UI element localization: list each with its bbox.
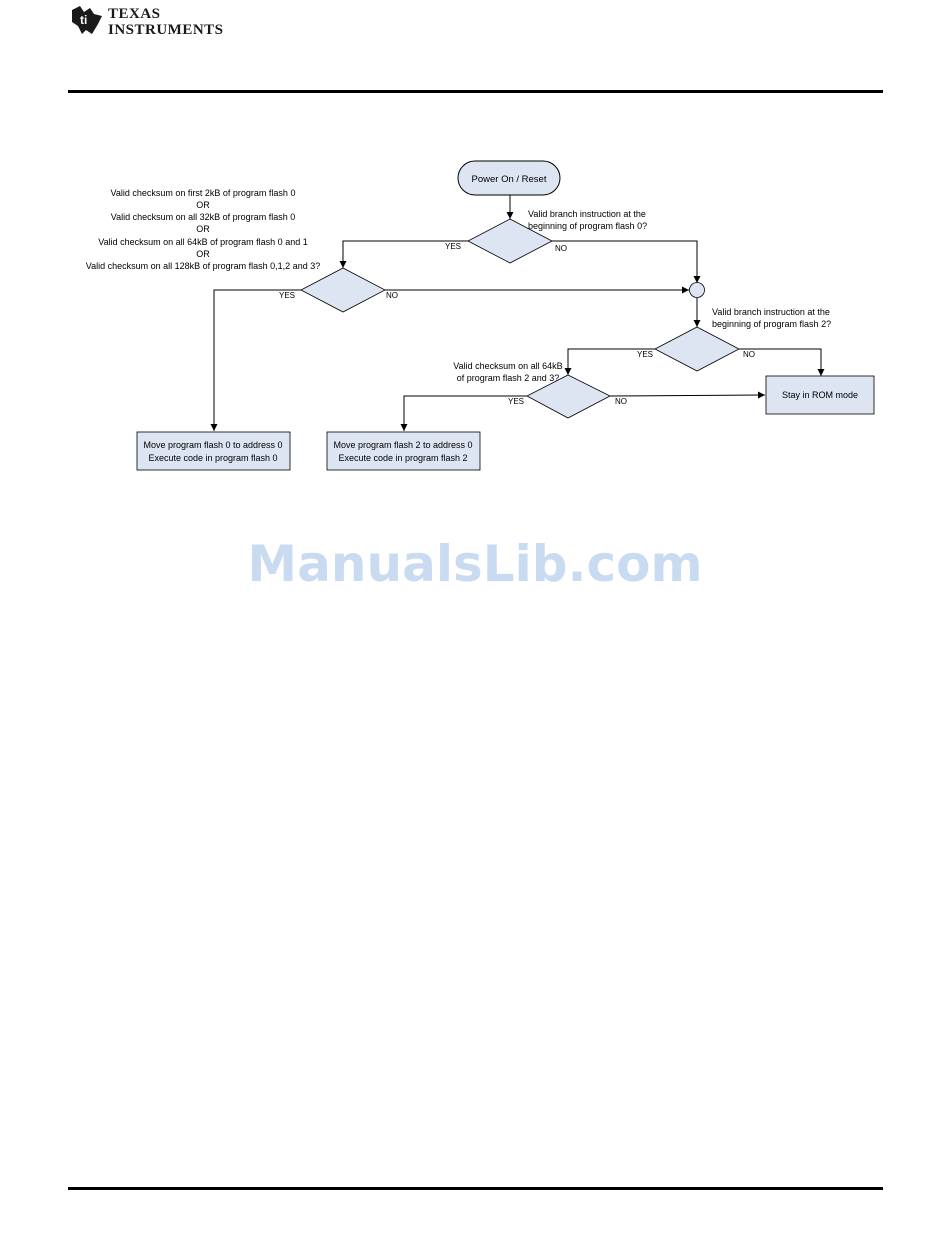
brand-line-1: TEXAS — [108, 6, 161, 22]
svg-text:ti: ti — [80, 13, 87, 27]
d2-yes-arrow — [210, 289, 301, 431]
start-terminator — [457, 160, 561, 196]
box-flash2-line1: Move program flash 2 to address 0 — [333, 440, 472, 450]
header-rule — [68, 90, 883, 93]
d2-question-line4: OR — [196, 224, 210, 234]
d3-yes-label: YES — [637, 350, 653, 359]
d2-no-label: NO — [386, 291, 398, 300]
d4-question-line2: of program flash 2 and 3? — [457, 373, 560, 383]
process-box-flash2 — [326, 431, 481, 471]
d2-question-line1: Valid checksum on first 2kB of program f… — [111, 188, 296, 198]
box-flash0-line2: Execute code in program flash 0 — [148, 453, 277, 463]
d1-question-line1: Valid branch instruction at the — [528, 209, 646, 219]
d3-yes-arrow — [564, 348, 655, 375]
d4-yes-arrow — [400, 395, 527, 431]
d2-question-line5: Valid checksum on all 64kB of program fl… — [98, 237, 307, 247]
watermark: ManualsLib.com — [247, 535, 703, 593]
connectors — [210, 195, 825, 431]
process-box-flash0 — [136, 431, 291, 471]
d2-question-line2: OR — [196, 200, 210, 210]
d3-no-arrow — [739, 348, 825, 376]
d2-question-line7: Valid checksum on all 128kB of program f… — [86, 261, 320, 271]
decision-d3 — [654, 326, 740, 372]
d1-yes-label: YES — [445, 242, 461, 251]
start-label: Power On / Reset — [472, 174, 547, 185]
d1-question-line2: beginning of program flash 0? — [528, 221, 647, 231]
d4-question-line1: Valid checksum on all 64kB — [453, 361, 562, 371]
d1-no-label: NO — [555, 244, 567, 253]
process-box-rom — [765, 375, 875, 415]
d1-no-arrow — [552, 240, 701, 283]
d4-no-label: NO — [615, 397, 627, 406]
merge-connector — [689, 282, 705, 298]
d4-yes-label: YES — [508, 397, 524, 406]
decision-d2 — [300, 267, 386, 313]
box-rom-label: Stay in ROM mode — [782, 390, 858, 400]
d2-yes-label: YES — [279, 291, 295, 300]
d4-no-arrow — [609, 391, 766, 399]
box-flash2-line2: Execute code in program flash 2 — [338, 453, 467, 463]
texas-instruments-logo: ti TEXAS INSTRUMENTS — [68, 4, 228, 38]
decision-d1 — [467, 218, 553, 264]
ti-map-icon: ti — [72, 6, 102, 34]
d1-yes-arrow — [339, 240, 468, 268]
d3-no-label: NO — [743, 350, 755, 359]
d3-question-line2: beginning of program flash 2? — [712, 319, 831, 329]
d3-question-line1: Valid branch instruction at the — [712, 307, 830, 317]
d2-question-line3: Valid checksum on all 32kB of program fl… — [111, 212, 295, 222]
footer-rule — [68, 1187, 883, 1190]
box-flash0-line1: Move program flash 0 to address 0 — [143, 440, 282, 450]
decision-d4 — [526, 374, 611, 419]
brand-line-2: INSTRUMENTS — [108, 22, 224, 38]
d2-question-line6: OR — [196, 249, 210, 259]
boot-flowchart: Power On / Reset Move program flash 0 to… — [86, 160, 875, 471]
